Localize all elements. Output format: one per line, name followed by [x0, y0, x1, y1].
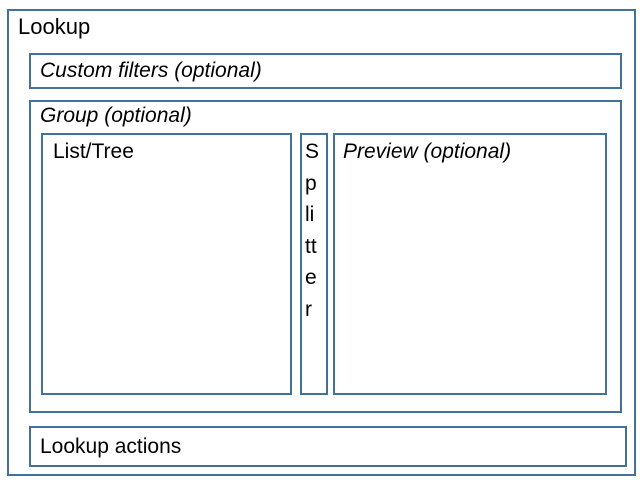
- list-tree-region: List/Tree: [41, 133, 292, 395]
- list-tree-label: List/Tree: [53, 140, 134, 163]
- preview-label: Preview (optional): [343, 140, 512, 163]
- custom-filters-label: Custom filters (optional): [40, 59, 262, 82]
- group-label: Group (optional): [40, 104, 192, 127]
- splitter-region: Splitter: [300, 133, 328, 395]
- lookup-region: Lookup Custom filters (optional) Group (…: [7, 9, 636, 476]
- lookup-region-title: Lookup: [18, 14, 91, 39]
- lookup-actions-region: Lookup actions: [29, 426, 627, 467]
- custom-filters-region: Custom filters (optional): [29, 53, 622, 89]
- preview-region: Preview (optional): [333, 133, 607, 395]
- splitter-label: Splitter: [305, 140, 320, 321]
- lookup-actions-label: Lookup actions: [40, 434, 182, 458]
- group-region: Group (optional) List/Tree Splitter Prev…: [29, 100, 622, 413]
